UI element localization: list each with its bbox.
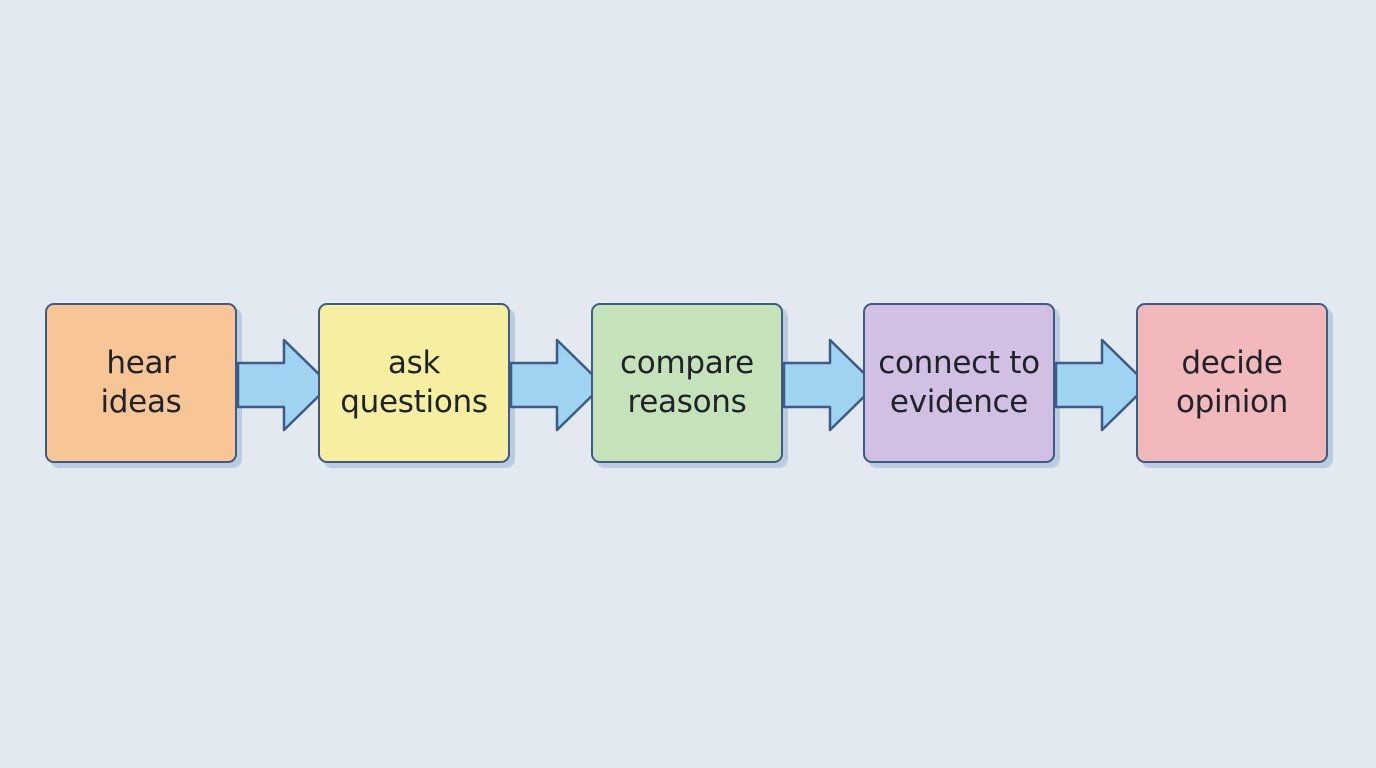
step-decide-opinion: decide opinion: [1136, 303, 1328, 463]
step-label: compare reasons: [620, 345, 754, 420]
step-hear-ideas: hear ideas: [45, 303, 237, 463]
arrow-right-icon: [509, 338, 605, 432]
step-ask-questions: ask questions: [318, 303, 510, 463]
step-label: decide opinion: [1175, 345, 1289, 420]
step-label: hear ideas: [100, 345, 182, 420]
arrow-right-icon: [236, 338, 332, 432]
step-connect-to-evidence: connect to evidence: [863, 303, 1055, 463]
arrow-right-icon: [1054, 338, 1150, 432]
step-label: connect to evidence: [878, 345, 1040, 420]
step-label: ask questions: [340, 345, 488, 420]
step-compare-reasons: compare reasons: [591, 303, 783, 463]
arrow-right-icon: [782, 338, 878, 432]
